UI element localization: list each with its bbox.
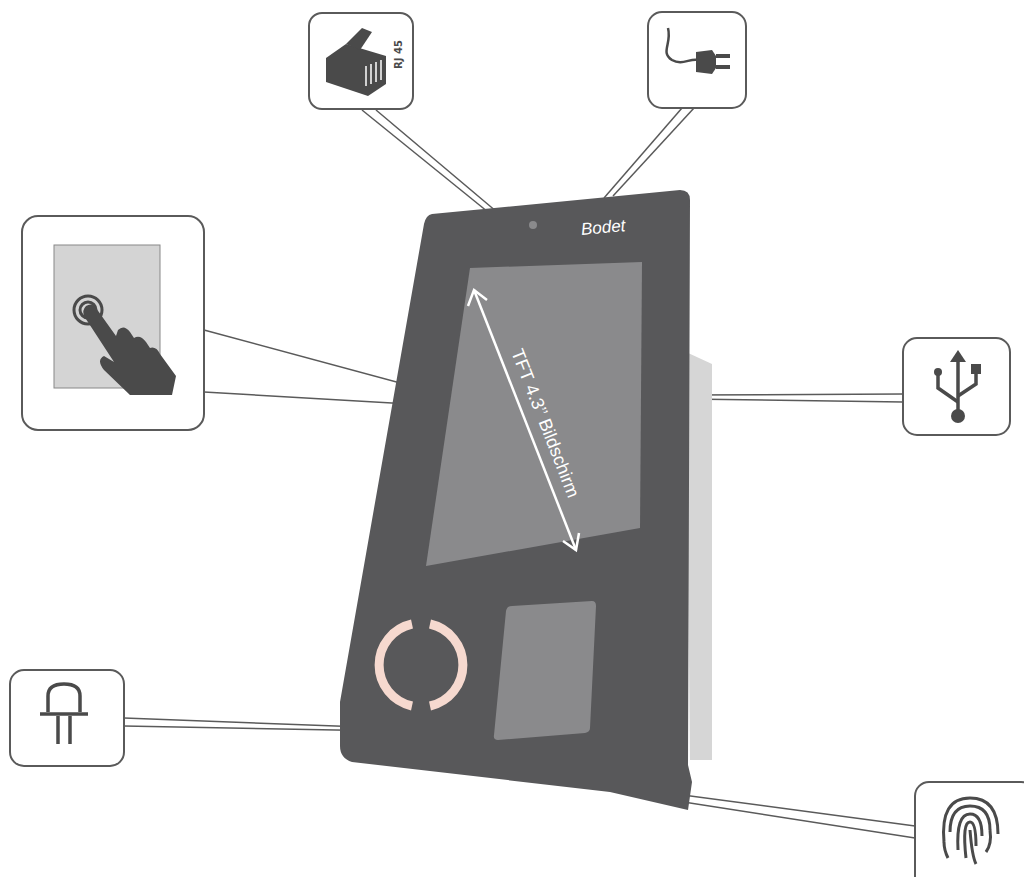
rj45-callout-box: RJ 45 — [308, 12, 414, 110]
brand-logo: Bodet — [580, 216, 626, 240]
leader-lines — [124, 108, 915, 838]
usb-icon — [934, 350, 981, 423]
fingerprint-icon — [944, 798, 998, 864]
led-icon — [40, 684, 88, 744]
touch-icon — [54, 245, 176, 395]
port-label: RJ 45 — [392, 40, 403, 69]
terminal-device — [340, 190, 712, 810]
callout-boxes — [10, 12, 1024, 877]
power-plug-icon — [667, 28, 730, 74]
rj45-box-ground — [308, 12, 414, 110]
rj45-icon — [326, 28, 386, 96]
